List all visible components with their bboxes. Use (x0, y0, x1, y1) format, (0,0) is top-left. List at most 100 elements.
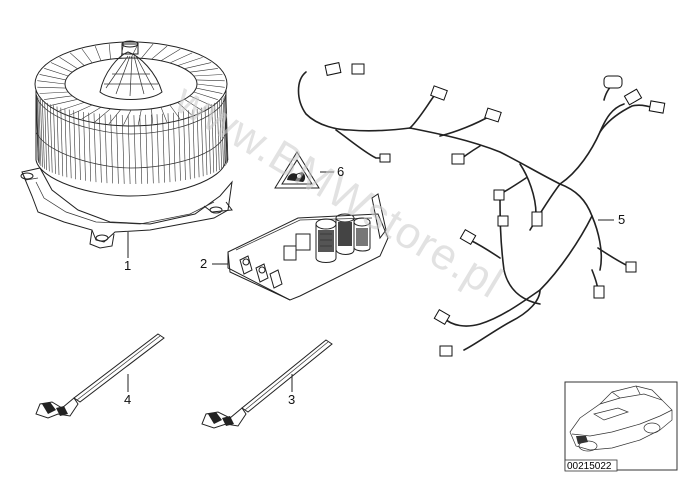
impeller-top-fin (37, 86, 66, 89)
impeller-fin (36, 94, 39, 163)
impeller-top-fin (177, 57, 203, 66)
diagram-number: 00215022 (567, 461, 612, 472)
impeller-fin (127, 115, 131, 185)
impeller-fin (196, 108, 200, 178)
car-thumbnail-icon (569, 385, 673, 452)
impeller-fin (219, 100, 222, 169)
impeller-fin (93, 113, 97, 183)
impeller-top-fin (189, 68, 218, 73)
car-thumbnail[interactable]: 00215022 (564, 381, 678, 472)
impeller-top-fin (184, 62, 212, 69)
impeller-top-fin (44, 95, 73, 100)
impeller-fin (200, 107, 204, 177)
impeller-top-fin (81, 106, 102, 120)
impeller-top-fin (39, 74, 66, 81)
impeller-fin (110, 114, 113, 184)
impeller-fin (83, 111, 86, 181)
impeller-top-fin (189, 95, 212, 106)
callout-1: 1 (124, 258, 131, 273)
impeller-fin (47, 102, 50, 172)
impeller-fin (78, 111, 81, 181)
impeller-fin (37, 96, 40, 165)
impeller-fin (44, 101, 47, 171)
impeller-top-fin (123, 109, 132, 126)
impeller-fin (225, 91, 229, 161)
impeller-top-fin (151, 45, 168, 60)
impeller-fin (214, 102, 217, 172)
cable-tie-long-drawing[interactable] (201, 339, 333, 429)
warning-label-drawing[interactable] (274, 151, 334, 189)
impeller-top-fin (196, 87, 223, 94)
impeller-fin (35, 93, 39, 162)
impeller-top-fin (69, 52, 85, 66)
impeller-top-fin (137, 109, 142, 125)
impeller-fin (156, 114, 160, 184)
impeller-top-fin (69, 104, 93, 116)
impeller-fin (49, 104, 53, 173)
impeller-fin (145, 114, 148, 184)
callout-6: 6 (337, 164, 344, 179)
impeller-top-fin (141, 43, 154, 59)
impeller-top-fin (196, 79, 225, 82)
impeller-fin (178, 111, 181, 181)
impeller-fin (40, 98, 43, 168)
impeller-top-fin (193, 74, 223, 77)
impeller-fin (73, 110, 76, 180)
impeller-top-fin (94, 45, 102, 61)
impeller-top-fin (50, 62, 73, 73)
impeller-top-fin (177, 102, 193, 116)
impeller-fin (116, 114, 119, 184)
impeller-top-fin (37, 80, 66, 85)
impeller-top-fin (59, 102, 85, 111)
impeller-fin (121, 114, 125, 184)
impeller-fin (104, 114, 108, 184)
callout-3: 3 (288, 392, 295, 407)
impeller-fin (204, 106, 208, 176)
control-unit-drawing[interactable] (212, 193, 389, 301)
impeller-fin (151, 114, 154, 184)
impeller-fin (56, 106, 60, 176)
impeller-fin (217, 101, 220, 171)
impeller-top-fin (160, 48, 181, 62)
impeller-fin (222, 97, 226, 166)
callout-4: 4 (124, 392, 131, 407)
impeller-top-fin (169, 104, 181, 120)
impeller-fin (60, 107, 64, 177)
impeller-top-fin (59, 57, 78, 69)
impeller-fin (64, 108, 68, 178)
impeller-top-fin (108, 109, 121, 125)
watermark-text: www.BMWstore.pl (166, 74, 511, 308)
impeller-top-fin (160, 107, 168, 123)
impeller-fin (188, 110, 191, 180)
impeller-fin (183, 111, 186, 181)
impeller-top-fin (184, 99, 203, 111)
impeller-fin (162, 113, 165, 183)
impeller-top-fin (108, 44, 111, 60)
impeller-fin (139, 114, 143, 184)
impeller-fin (133, 115, 137, 185)
impeller-top-fin (169, 52, 193, 64)
impeller-top-fin (196, 83, 225, 88)
impeller-fin (211, 104, 215, 173)
cable-tie-short-drawing[interactable] (35, 333, 165, 419)
impeller-fin (99, 113, 102, 183)
impeller-top-fin (94, 108, 111, 123)
impeller-top-fin (193, 91, 218, 100)
callout-5: 5 (618, 212, 625, 227)
impeller-fin (42, 100, 45, 169)
impeller-top-fin (151, 108, 154, 124)
impeller-fin (68, 109, 72, 179)
callout-2: 2 (200, 256, 207, 271)
impeller-fin (225, 94, 228, 163)
blower-motor-drawing[interactable] (20, 40, 233, 258)
impeller-fin (221, 98, 224, 168)
impeller-top-fin (39, 91, 69, 94)
impeller-fin (208, 105, 211, 174)
wiring-harness-drawing[interactable] (297, 62, 666, 357)
impeller-top-fin (50, 99, 78, 106)
impeller-top-fin (81, 48, 93, 64)
impeller-fin (173, 112, 176, 182)
impeller-fins (35, 42, 229, 185)
